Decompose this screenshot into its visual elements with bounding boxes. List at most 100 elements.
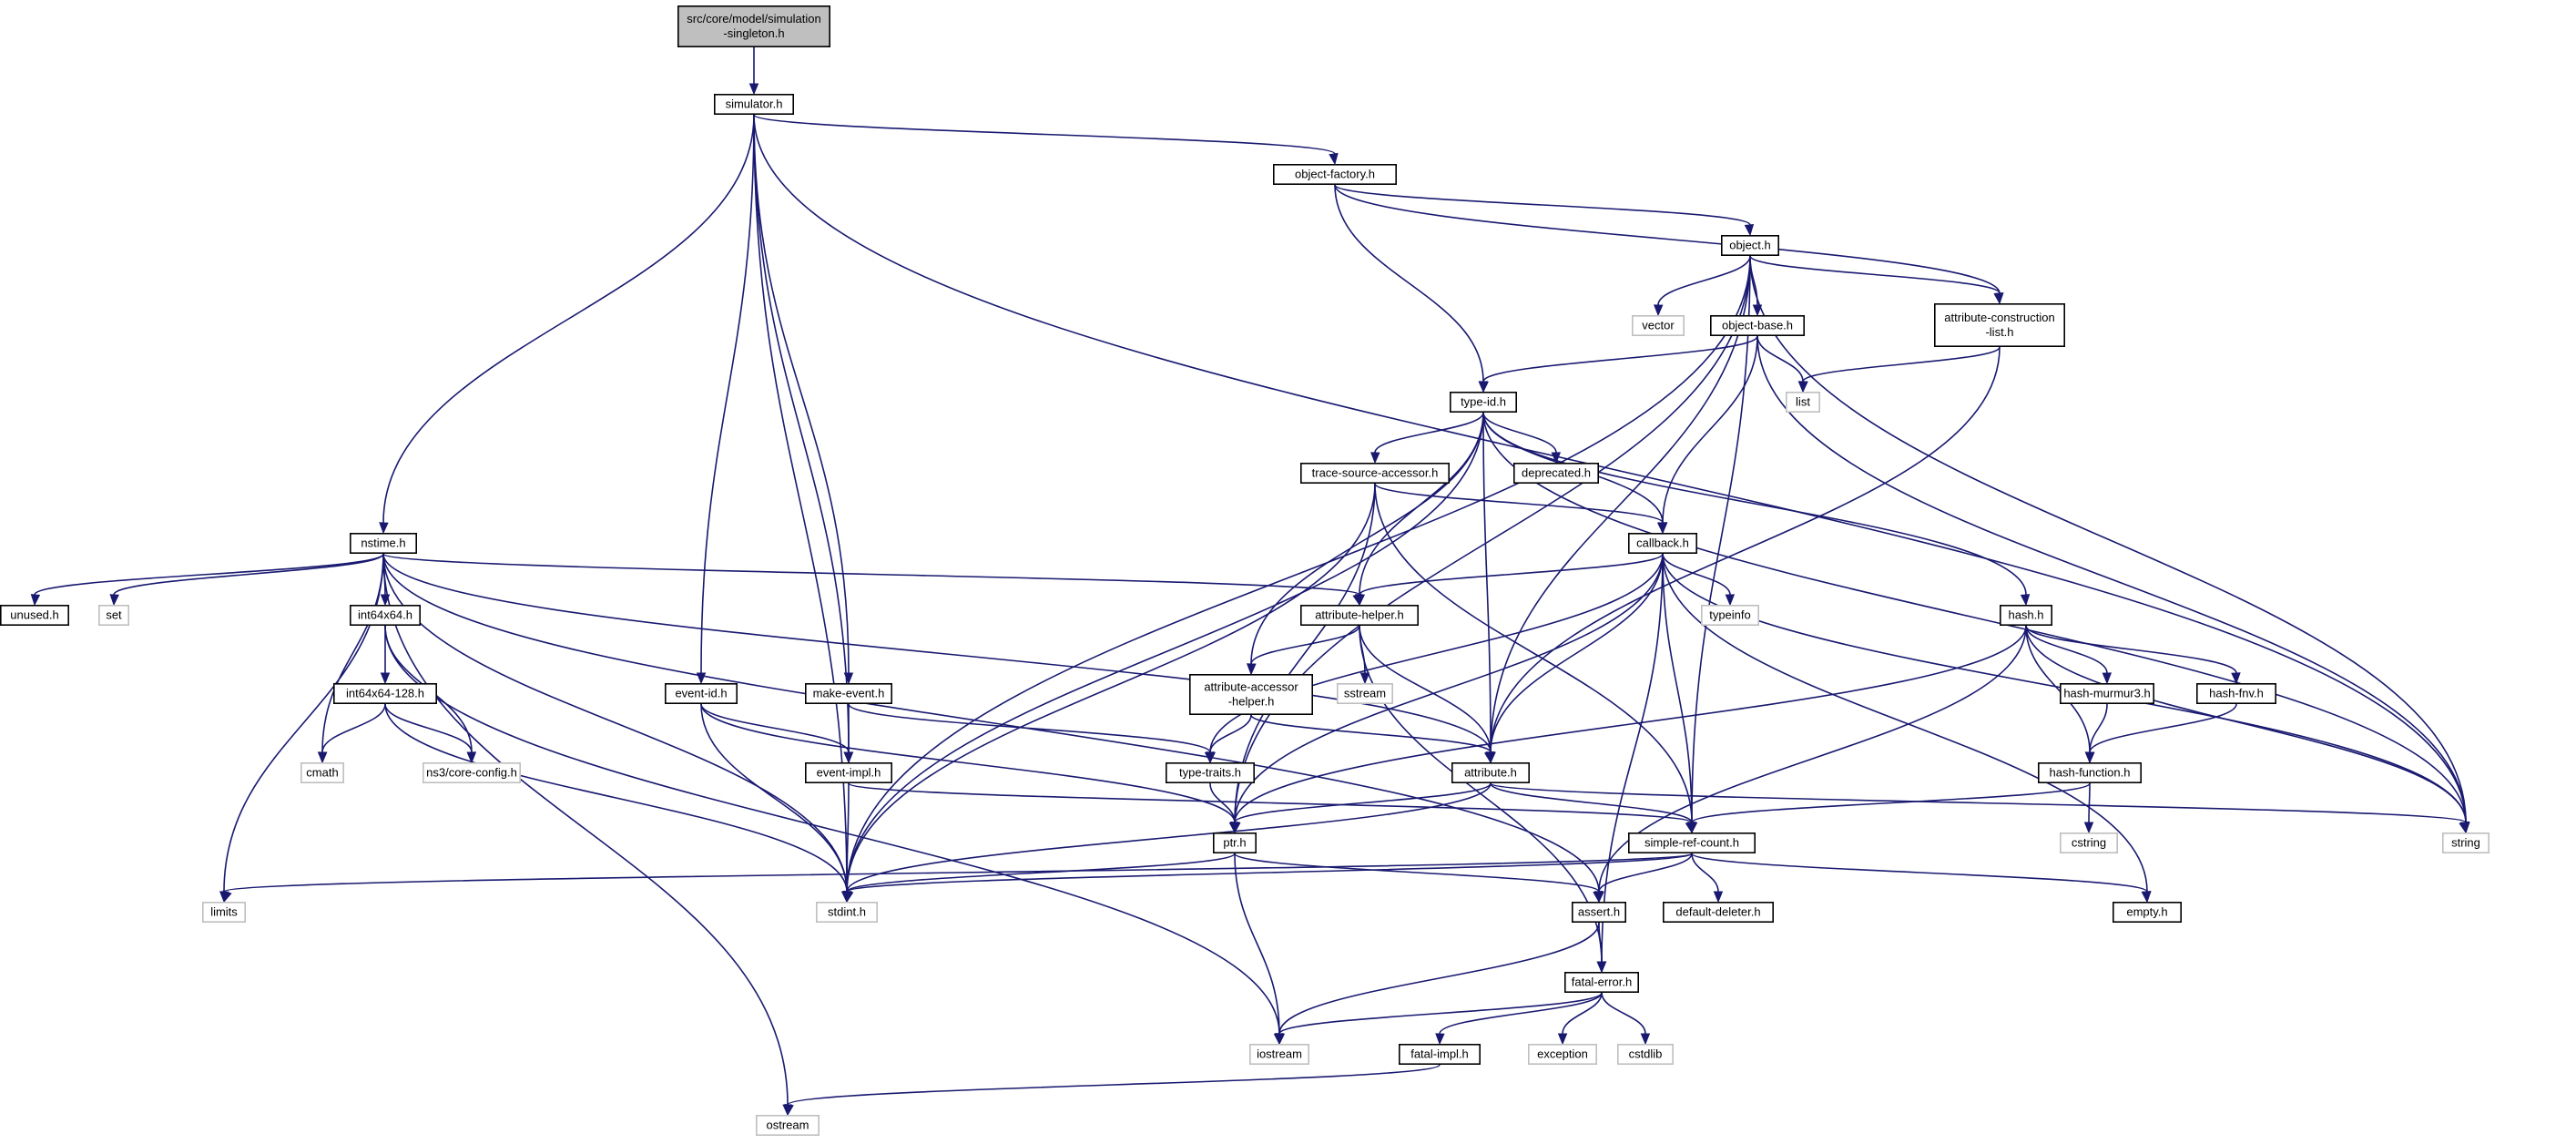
arrowhead [1247,663,1257,676]
edge-line [1334,184,1484,383]
node-attr-helper[interactable]: attribute-helper.h [1300,604,1420,626]
edge-fatal_impl-to-ostream [784,1064,1441,1117]
node-box [1300,462,1451,484]
edge-line [1662,553,2148,893]
edge-line [1562,992,1603,1035]
edge-attr_helper-to-aah [1247,625,1360,676]
edge-line [1756,335,1804,383]
node-box [664,682,738,704]
node-hash-fnv[interactable]: hash-fnv.h [2196,682,2277,704]
edge-line [1209,782,1236,823]
node-label: trace-source-accessor.h [1312,466,1439,480]
edge-line [753,114,1336,155]
arrowhead [2141,891,2152,904]
node-aah[interactable]: attribute-accessor-helper.h [1189,673,1314,715]
edge-acl-to-list [1798,346,2001,393]
edge-line [2025,625,2237,674]
node-box [1628,832,1756,853]
node-unused[interactable]: unused.h [0,604,70,626]
edge-line [700,703,848,893]
node-assert[interactable]: assert.h [1572,901,1627,923]
node-box [2442,832,2490,853]
edge-line [1234,483,1376,823]
node-label: int64x64.h [358,608,412,622]
node-acl[interactable]: attribute-construction-list.h [1934,302,2066,347]
node-fatal-impl[interactable]: fatal-impl.h [1399,1044,1481,1066]
edge-srcount-to-stdint [844,853,1693,904]
node-label: make-event.h [813,687,885,700]
node-box [755,1115,820,1137]
edge-line [700,703,1236,823]
edge-line [1250,625,1360,665]
edge-type_id-to-string [1482,412,2470,834]
arrowhead [2102,672,2113,685]
node-deprecated[interactable]: deprecated.h [1513,462,1600,484]
edge-line [382,553,1360,596]
node-label: sstream [1344,687,1386,700]
edge-line [1756,335,2467,823]
node-box [349,532,417,554]
node-label: simple-ref-count.h [1644,836,1739,850]
edge-line [2089,703,2237,753]
edge-line [700,114,755,674]
node-label: hash-fnv.h [2209,687,2264,700]
node-type-id[interactable]: type-id.h [1450,391,1518,413]
arrowhead [748,83,759,96]
node-hash-function[interactable]: hash-function.h [2038,761,2143,783]
node-type-traits[interactable]: type-traits.h [1166,761,1256,783]
node-typeinfo: typeinfo [1701,604,1760,626]
node-default-deleter[interactable]: default-deleter.h [1663,901,1775,923]
node-label: attribute-construction [1944,311,2054,324]
edge-root-to-simulator [748,46,759,96]
edge-object-to-string [1749,255,2470,834]
node-make-event[interactable]: make-event.h [804,682,892,704]
node-root[interactable]: src/core/model/simulation-singleton.h [677,5,830,48]
node-ptr[interactable]: ptr.h [1213,832,1257,853]
edge-srcount-to-default_deleter [1691,853,1724,904]
node-label: -helper.h [1228,695,1275,709]
edge-assert-to-fatal_error [1596,922,1607,974]
node-object-factory[interactable]: object-factory.h [1273,164,1398,186]
node-callback[interactable]: callback.h [1628,532,1698,554]
edge-hash_function-to-cstring [2083,782,2094,834]
node-hash-murmur3[interactable]: hash-murmur3.h [2060,682,2155,704]
node-event-id[interactable]: event-id.h [664,682,738,704]
node-box [1617,1044,1675,1066]
node-object[interactable]: object.h [1721,234,1780,256]
arrowhead [1725,594,1736,607]
node-attribute[interactable]: attribute.h [1451,761,1531,783]
edge-simulator-to-event_id [696,114,755,685]
node-object-base[interactable]: object-base.h [1710,314,1806,336]
edge-srcount-to-assert [1594,853,1693,904]
edge-nstime-to-attr_helper [382,553,1362,607]
node-nstime[interactable]: nstime.h [349,532,417,554]
edge-line [753,114,2467,823]
node-fatal-error[interactable]: fatal-error.h [1564,972,1640,994]
edge-line [1250,412,1484,665]
node-srcount[interactable]: simple-ref-count.h [1628,832,1756,853]
edge-int64x64_128-to-cmath [317,703,386,764]
edge-line [223,553,384,893]
edge-line [1234,625,2027,823]
edge-hash_fnv-to-hash_function [2085,703,2237,764]
node-label: ostream [767,1118,809,1132]
node-label: stdint.h [828,905,866,919]
edge-nstime-to-attribute [382,553,1494,764]
edge-object_base-to-string [1756,335,2470,834]
edge-type_id-to-stdint [842,412,1484,904]
node-int64x64[interactable]: int64x64.h [349,604,421,626]
node-tsa[interactable]: trace-source-accessor.h [1300,462,1451,484]
nodes-layer: src/core/model/simulation-singleton.h sim… [0,5,2490,1137]
node-empty[interactable]: empty.h [2113,901,2183,923]
edges-layer [30,46,2470,1117]
node-simulator[interactable]: simulator.h [713,94,794,116]
node-label: list [1796,395,1810,409]
edge-line [1657,255,1751,306]
edge-line [1749,255,2001,294]
node-hash[interactable]: hash.h [2000,604,2053,626]
node-int64x64-128[interactable]: int64x64-128.h [332,682,437,704]
node-list: list [1786,391,1821,413]
node-event-impl[interactable]: event-impl.h [804,761,892,783]
edge-object-to-acl [1749,255,2004,305]
node-label: hash-function.h [2050,766,2131,780]
